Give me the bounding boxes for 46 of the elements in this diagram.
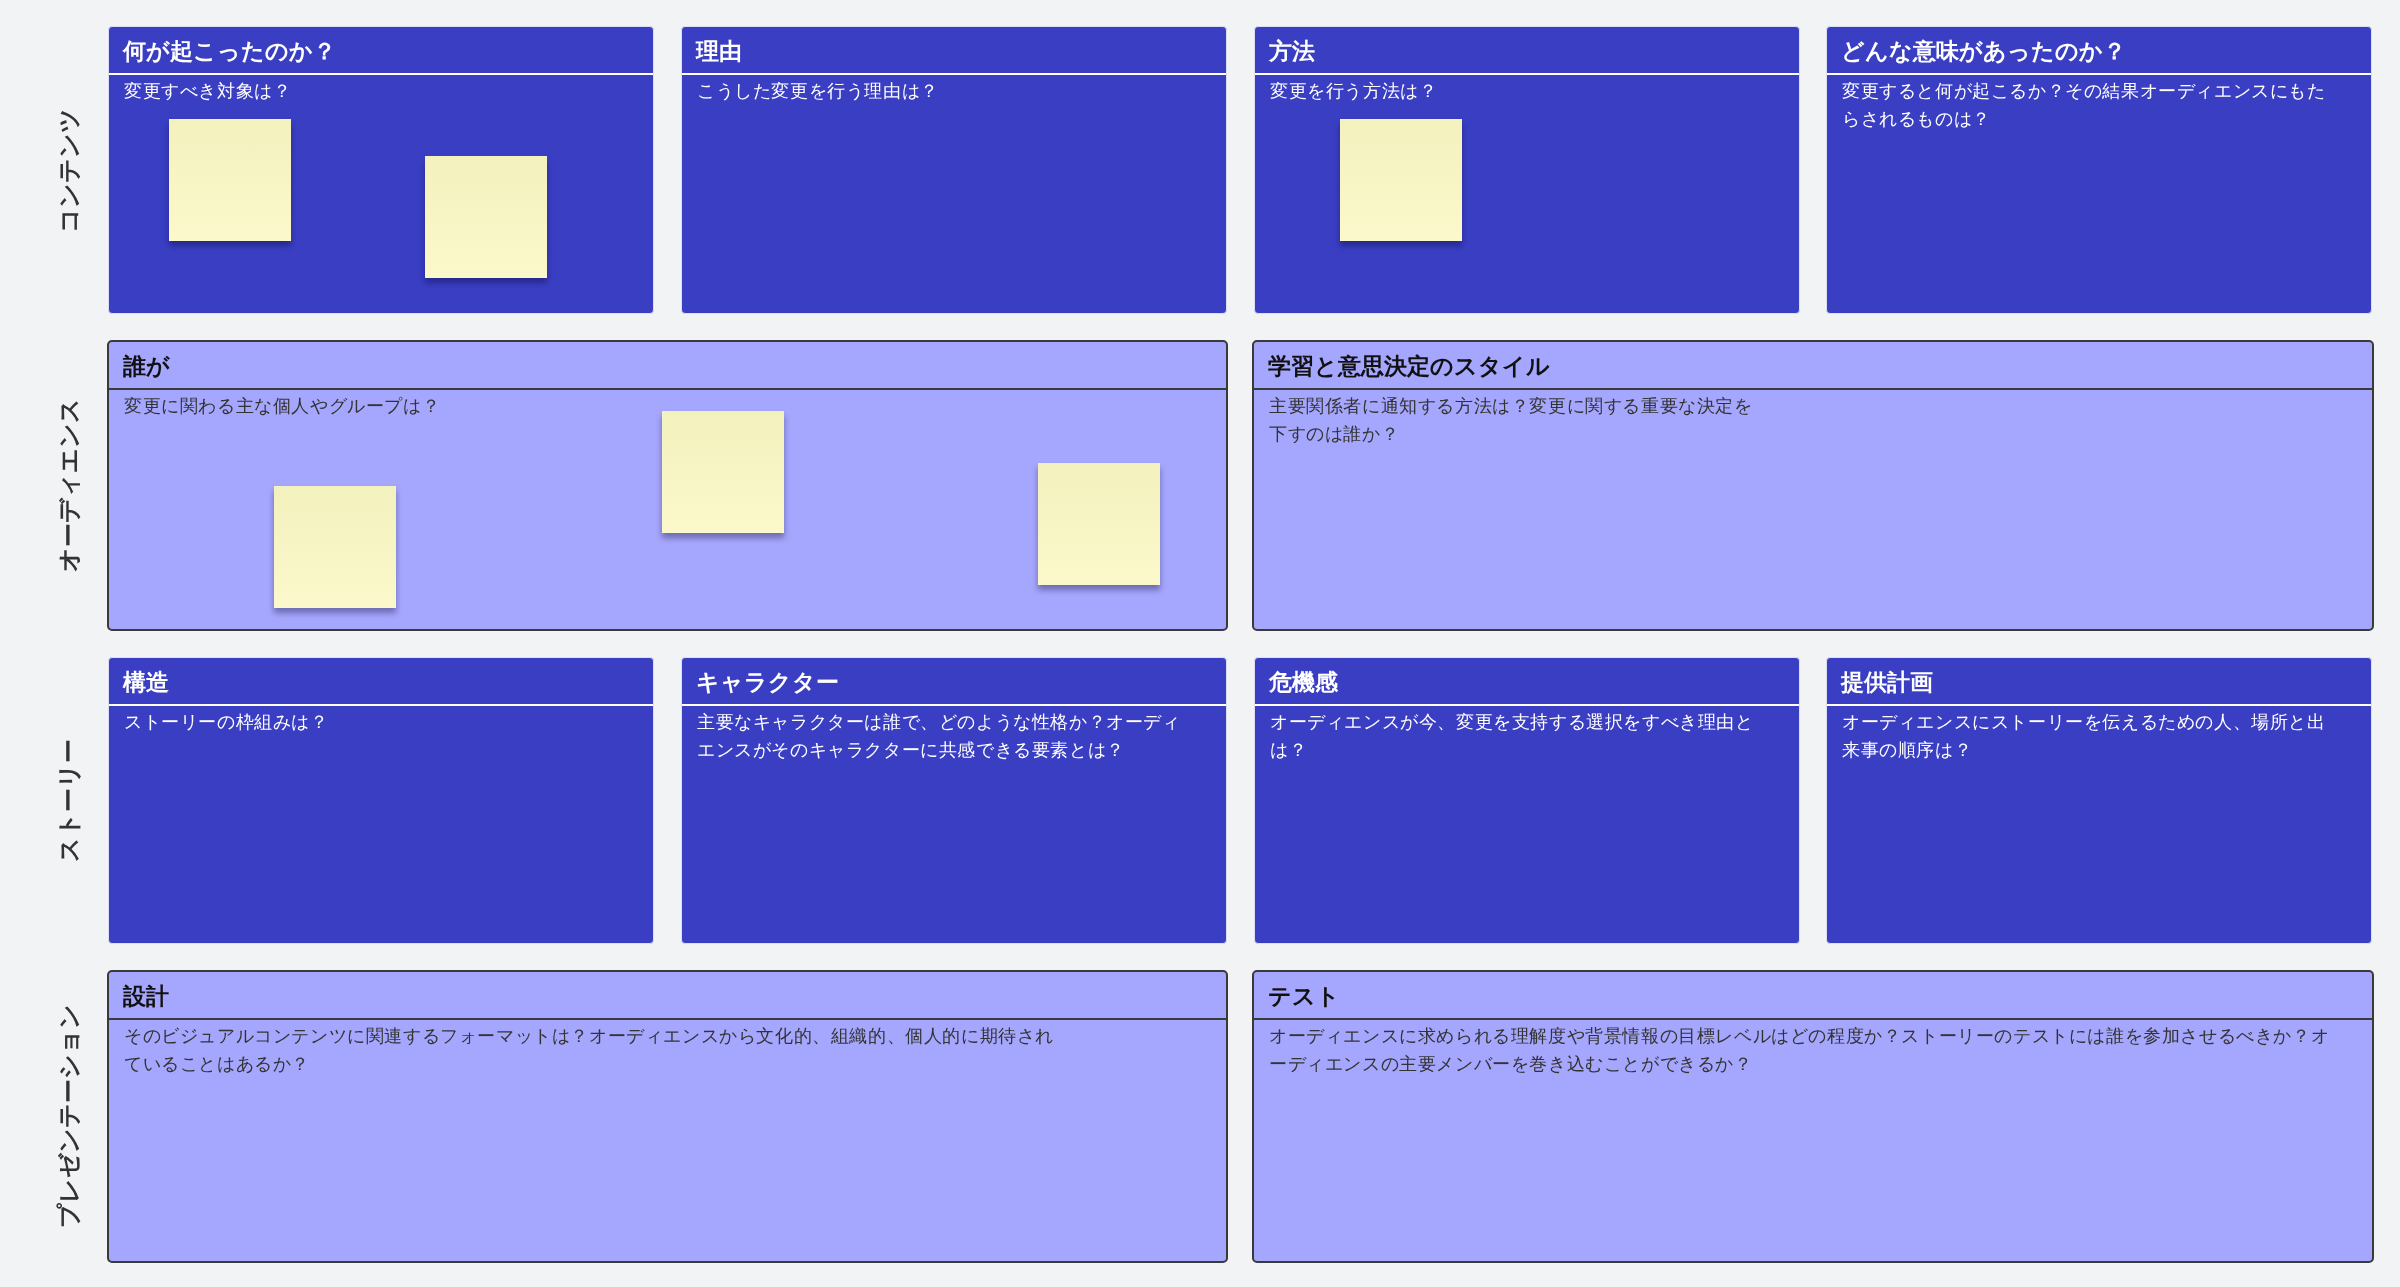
canvas-card [108,26,654,314]
card-title: 何が起こったのか？ [123,37,336,66]
card-question: そのビジュアルコンテンツに関連するフォーマットは？オーディエンスから文化的、組織的、個人的に期待されていることはあるか？ [124,1025,1055,1076]
canvas-card [1826,26,2372,314]
row-label: プレゼンテーション [54,1004,83,1228]
row-label: コンテンツ [54,107,83,233]
card-question: 主要関係者に通知する方法は？変更に関する重要な決定を下すのは誰か？ [1269,395,1754,446]
card-title: 設計 [123,982,169,1011]
sticky-note [662,411,784,533]
card-title: キャラクター [696,668,839,697]
card-question: 変更すべき対象は？ [124,80,292,103]
sticky-note [1340,119,1462,241]
sticky-note [274,486,396,608]
card-question: オーディエンスが今、変更を支持する選択をすべき理由とは？ [1270,711,1755,762]
canvas-card [1254,657,1800,944]
sticky-note [169,119,291,241]
card-question: 主要なキャラクターは誰で、どのような性格か？オーディエンスがそのキャラクターに共感できる要素とは？ [697,711,1182,762]
canvas-card [1252,340,2374,631]
card-title: 提供計画 [1841,668,1933,697]
canvas-card [1254,26,1800,314]
canvas-card [108,657,654,944]
canvas-card [107,340,1228,631]
card-title: 誰が [123,352,170,381]
row-label: オーディエンス [54,398,83,572]
canvas-card [681,657,1227,944]
card-question: オーディエンスにストーリーを伝えるための人、場所と出来事の順序は？ [1842,711,2327,762]
card-question: 変更に関わる主な個人やグループは？ [124,395,441,418]
card-title: どんな意味があったのか？ [1841,37,2126,66]
canvas-card [1826,657,2372,944]
card-title: 学習と意思決定のスタイル [1268,352,1550,381]
card-title: テスト [1268,982,1340,1011]
canvas-card [1252,970,2374,1263]
card-question: オーディエンスに求められる理解度や背景情報の目標レベルはどの程度か？ストーリーのテストには誰を参加させるべきか？オーディエンスの主要メンバーを巻き込むことができるか？ [1269,1025,2331,1076]
sticky-note [1038,463,1160,585]
card-question: ストーリーの枠組みは？ [124,711,329,734]
sticky-note [425,156,547,278]
card-question: こうした変更を行う理由は？ [697,80,939,103]
card-title: 構造 [123,668,169,697]
canvas-card [681,26,1227,314]
card-title: 理由 [696,37,742,66]
card-question: 変更すると何が起こるか？その結果オーディエンスにもたらされるものは？ [1842,80,2327,131]
card-title: 方法 [1269,37,1315,66]
row-label: ストーリー [54,738,83,862]
canvas-card [107,970,1228,1263]
card-question: 変更を行う方法は？ [1270,80,1438,103]
card-title: 危機感 [1269,668,1338,697]
